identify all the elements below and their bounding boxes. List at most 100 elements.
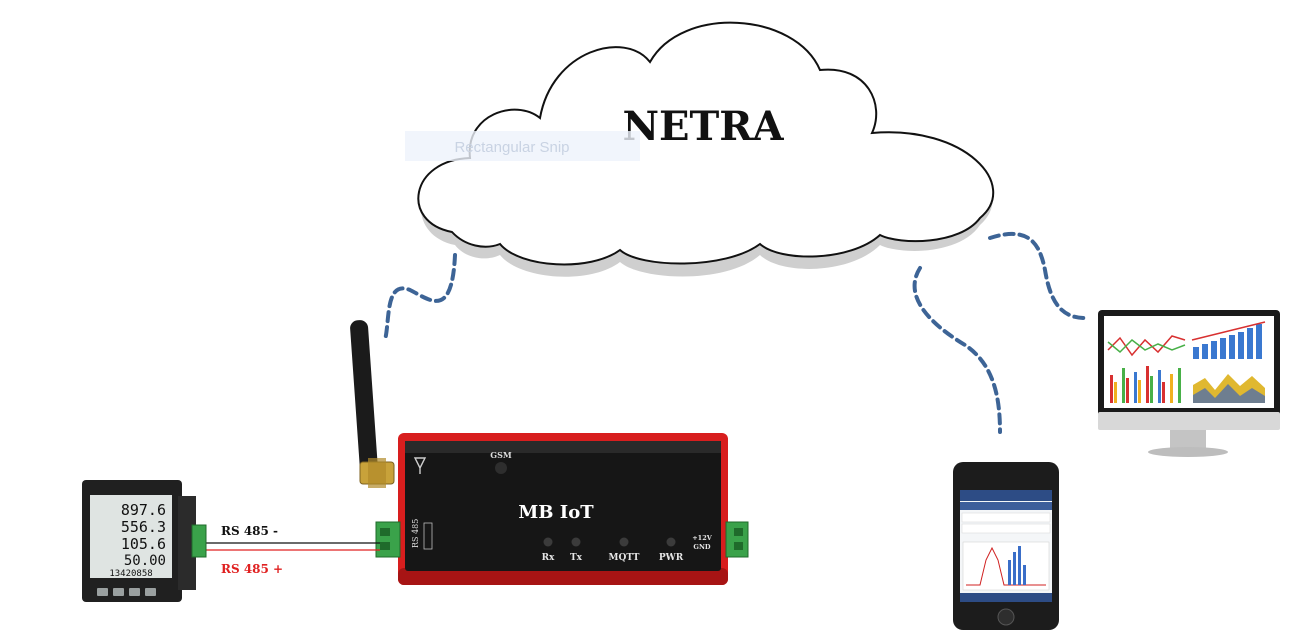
- monitor-bar-3: [1211, 341, 1217, 359]
- phone-chart-area: [962, 541, 1050, 591]
- power-label-gnd: GND: [693, 543, 710, 551]
- link-cloud-monitor: [988, 231, 1087, 320]
- monitor-multibar-12: [1178, 368, 1181, 403]
- meter-green-terminal: [191, 524, 207, 558]
- monitor-multibar-10: [1162, 382, 1165, 403]
- monitor-multibar-3: [1122, 368, 1125, 403]
- wire-minus-label: RS 485 -: [221, 524, 278, 538]
- wire-plus-label: RS 485 +: [221, 562, 283, 576]
- monitor-multibar-2: [1114, 382, 1117, 403]
- rs485-port-label: RS 485: [411, 519, 420, 548]
- monitor-multibar-8: [1150, 376, 1153, 403]
- wifi-symbol-icon: [413, 457, 427, 474]
- device-highlight: [405, 441, 721, 453]
- pwr-led: [666, 537, 676, 547]
- terminal-left-screw-2: [380, 542, 390, 550]
- monitor-line-chart-red: [1107, 335, 1186, 357]
- antenna: [350, 320, 395, 488]
- phone-chart-bar-2: [1013, 552, 1016, 585]
- monitor-charts: [1107, 321, 1266, 403]
- device-title: MB IoT: [518, 502, 594, 523]
- link-device-cloud: [383, 253, 457, 342]
- monitor-bar-1: [1193, 347, 1199, 359]
- cloud-body: [417, 21, 995, 266]
- rs485-terminal-marks: [423, 522, 433, 550]
- monitor-multibar-6: [1138, 380, 1141, 403]
- meter-reading-5: 13420858: [109, 569, 152, 579]
- meter-reading-2: 556.3: [121, 518, 166, 536]
- meter-reading-3: 105.6: [121, 535, 166, 553]
- tx-label: Tx: [570, 553, 583, 563]
- monitor-multibar-4: [1126, 378, 1129, 403]
- link-cloud-phone: [912, 266, 1002, 434]
- monitor-bar-2: [1202, 344, 1208, 359]
- phone-home-button: [997, 608, 1015, 626]
- device-body: [405, 441, 721, 571]
- phone-row-2: [961, 523, 1051, 534]
- cloud-label: NETRA: [622, 103, 784, 150]
- meter-button-3: [129, 588, 140, 596]
- dashed-links: [383, 231, 1087, 434]
- terminal-left: [375, 521, 401, 558]
- phone-row-1: [961, 512, 1051, 523]
- phone-footer-bar: [960, 593, 1052, 602]
- monitor-multibar-11: [1170, 374, 1173, 403]
- phone-chart-bar-4: [1023, 565, 1026, 585]
- monitor-trend-arrow: [1191, 321, 1266, 341]
- meter-button-4: [145, 588, 156, 596]
- mqtt-label: MQTT: [609, 553, 640, 563]
- smartphone: [953, 462, 1059, 630]
- meter-display: [90, 495, 172, 578]
- meter-side: [178, 496, 196, 590]
- terminal-right-screw-2: [734, 542, 743, 550]
- monitor-multibar-9: [1158, 370, 1161, 403]
- terminal-left-body: [375, 521, 401, 558]
- cloud: NETRA: [417, 21, 995, 277]
- monitor-multibar-7: [1146, 366, 1149, 403]
- meter-reading-1: 897.6: [121, 501, 166, 519]
- antenna-rod: [350, 320, 378, 475]
- power-label-12v: +12V: [692, 534, 712, 542]
- monitor-neck: [1170, 430, 1206, 448]
- meter-reading-4: 50.00: [124, 553, 166, 569]
- mqtt-led: [619, 537, 629, 547]
- rx-label: Rx: [542, 553, 555, 563]
- monitor-bar-5: [1229, 335, 1235, 359]
- device-frame-shadow: [398, 568, 728, 585]
- snip-overlay: Rectangular Snip: [405, 131, 640, 161]
- rx-led: [543, 537, 553, 547]
- phone-header-bar: [960, 490, 1052, 501]
- monitor-bezel-bottom: [1098, 412, 1280, 430]
- energy-meter: 897.6 556.3 105.6 50.00 13420858: [82, 480, 207, 602]
- gsm-label: GSM: [490, 450, 512, 460]
- pwr-label: PWR: [659, 553, 684, 563]
- monitor-bar-6: [1238, 332, 1244, 359]
- terminal-right-body: [725, 521, 749, 558]
- terminal-left-screw-1: [380, 528, 390, 536]
- gsm-led: [495, 462, 507, 474]
- phone-subheader: [960, 502, 1052, 510]
- rs485-wires: RS 485 - RS 485 +: [206, 524, 380, 576]
- monitor-line-chart-green: [1107, 339, 1186, 354]
- monitor-multibar-5: [1134, 372, 1137, 403]
- phone-chart-bar-3: [1018, 546, 1021, 585]
- monitor-multibar-1: [1110, 375, 1113, 403]
- monitor: [1098, 310, 1280, 457]
- meter-button-2: [113, 588, 124, 596]
- monitor-area-chart-grey: [1193, 384, 1265, 403]
- monitor-base: [1148, 447, 1228, 457]
- monitor-bar-4: [1220, 338, 1226, 359]
- terminal-right: [725, 521, 749, 558]
- monitor-bar-7: [1247, 328, 1253, 359]
- phone-chart-bar-1: [1008, 560, 1011, 585]
- terminal-right-screw-1: [734, 528, 743, 536]
- snip-overlay-box: [405, 131, 640, 161]
- meter-button-1: [97, 588, 108, 596]
- snip-overlay-text: Rectangular Snip: [454, 139, 569, 156]
- tx-led: [571, 537, 581, 547]
- monitor-bar-8: [1256, 324, 1262, 359]
- mb-iot-device: GSM MB IoT RS 485 Rx Tx MQTT PWR +12V GN…: [398, 433, 728, 585]
- phone-chart-line-red: [966, 546, 1046, 586]
- antenna-nut: [368, 458, 386, 488]
